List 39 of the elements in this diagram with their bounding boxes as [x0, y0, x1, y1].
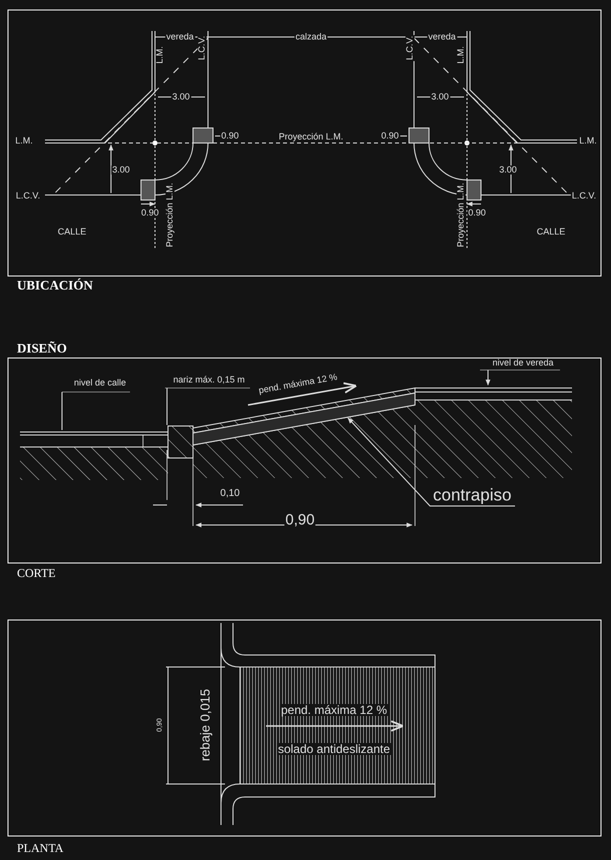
dimension-label: 0.90 — [220, 132, 240, 140]
dimension-label: 0,10 — [219, 489, 241, 499]
line-label: L.M. — [578, 136, 598, 146]
level-label: nivel de calle — [72, 378, 128, 388]
dimension-label: 0.90 — [380, 132, 400, 140]
dimension-label: 3.00 — [430, 92, 450, 102]
line-label: L.M. — [456, 45, 466, 65]
area-label: CALLE — [536, 228, 566, 236]
line-label: L.C.V. — [570, 192, 598, 200]
leader-text: contrapiso — [432, 486, 512, 504]
line-label: L.C.V. — [406, 34, 414, 62]
dimension-label: vereda — [427, 32, 457, 42]
drawing-caption: CORTE — [16, 567, 57, 579]
line-label: L.C.V. — [198, 34, 206, 62]
line-label: L.C.V. — [14, 192, 42, 200]
dimension-label: nariz máx. 0,15 m — [172, 376, 246, 384]
slope-label: pend. máxima 12 % — [257, 372, 339, 396]
dimension-label: 0,90 — [284, 512, 316, 528]
dimension-label: 0.90 — [140, 208, 160, 218]
dimension-label: 3.00 — [171, 92, 191, 102]
slope-label: pend. máxima 12 % — [280, 704, 388, 716]
level-label: nivel de vereda — [491, 358, 555, 368]
dimension-label: vereda — [165, 32, 195, 42]
surface-label: solado antideslizante — [276, 743, 392, 755]
section-heading: UBICACIÓN — [16, 278, 94, 292]
line-label: L.M. — [156, 45, 164, 65]
dimension-label: 3.00 — [111, 166, 131, 174]
drawing-caption: PLANTA — [16, 842, 64, 854]
dimension-label: calzada — [294, 32, 328, 42]
leader-line — [348, 418, 516, 506]
dimension-label: 0.90 — [467, 208, 487, 218]
dimension-label: 3.00 — [498, 166, 518, 174]
line-label: Proyección L.M. — [166, 182, 174, 248]
line-label: Proyección L.M. — [456, 182, 466, 248]
line-label: Proyección L.M. — [278, 132, 344, 142]
line-label: L.M. — [14, 136, 34, 146]
area-label: CALLE — [56, 228, 88, 236]
section-heading: DISEÑO — [16, 342, 68, 354]
dimension-label: rebaje 0,015 — [198, 688, 212, 762]
